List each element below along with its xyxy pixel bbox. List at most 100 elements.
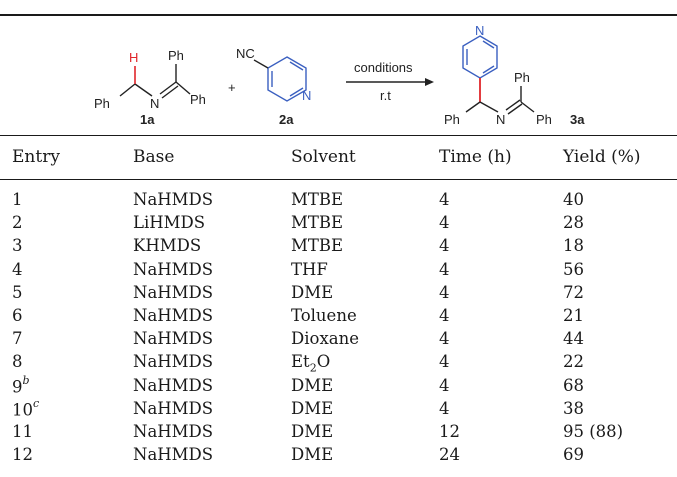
scheme-drawing: H Ph N Ph Ph 1a + NC N 2a conditions r.t… xyxy=(94,23,585,127)
ph-left-label-3a: Ph xyxy=(444,112,460,127)
solvent-name: THF xyxy=(291,259,328,279)
solvent-cell: DME xyxy=(291,445,333,464)
time-cell: 4 xyxy=(439,190,450,209)
product-3a-bonds xyxy=(465,86,535,115)
label-1a: 1a xyxy=(140,112,155,127)
cn-bond-2a xyxy=(253,59,269,69)
yield-cell: 69 xyxy=(563,445,584,465)
entry-cell: 9b xyxy=(12,373,30,397)
base-cell: NaHMDS xyxy=(133,422,214,441)
solvent-name: MTBE xyxy=(291,190,344,209)
base-cell: NaHMDS xyxy=(133,329,214,349)
solvent-name: MTBE xyxy=(291,213,344,233)
plus-sign: + xyxy=(228,80,236,95)
entry-number: 9 xyxy=(12,377,23,397)
footnote-mark: b xyxy=(22,373,30,387)
header-time: Time (h) xyxy=(439,147,512,167)
yield-cell: 18 xyxy=(563,236,584,256)
entry-cell: 7 xyxy=(12,329,23,348)
solvent-cell: THF xyxy=(291,260,328,279)
base-cell: NaHMDS xyxy=(133,259,214,279)
header-entry: Entry xyxy=(12,147,60,167)
time-cell: 4 xyxy=(439,306,450,325)
header-base: Base xyxy=(133,147,175,167)
time-cell: 4 xyxy=(439,398,450,418)
solvent-cell: MTBE xyxy=(291,236,343,255)
pyridine-3a-ring xyxy=(462,35,498,79)
base-cell: NaHMDS xyxy=(133,306,214,325)
entry-cell: 11 xyxy=(12,422,33,441)
entry-cell: 8 xyxy=(12,352,23,371)
base-cell: NaHMDS xyxy=(133,190,214,209)
yield-cell: 21 xyxy=(563,306,584,325)
time-cell: 4 xyxy=(439,282,450,302)
entry-cell: 6 xyxy=(12,306,23,325)
time-cell: 12 xyxy=(439,422,460,441)
yield-cell: 68 xyxy=(563,375,584,395)
arrow-rt-label: r.t xyxy=(380,88,391,103)
table-row: 12 NaHMDS DME 24 69 xyxy=(0,445,677,467)
entry-number: 8 xyxy=(12,352,23,372)
yield-cell: 38 xyxy=(563,398,584,418)
entry-cell: 5 xyxy=(12,283,23,302)
base-cell: LiHMDS xyxy=(133,213,206,233)
pyridine-2a-ring xyxy=(267,56,307,102)
solvent-cell: DME xyxy=(291,376,333,395)
nc-label-2a: NC xyxy=(236,46,255,61)
solvent-cell: Toluene xyxy=(291,306,357,325)
time-cell: 4 xyxy=(439,236,450,256)
reaction-scheme: H Ph N Ph Ph 1a + NC N 2a conditions r.t… xyxy=(0,16,677,134)
yield-cell: 56 xyxy=(563,259,584,279)
header-solvent: Solvent xyxy=(291,147,356,167)
time-cell: 4 xyxy=(439,213,450,233)
entry-cell: 12 xyxy=(12,445,33,464)
yield-cell: 72 xyxy=(563,282,584,302)
solvent-cell: MTBE xyxy=(291,213,343,232)
solvent-name: Dioxane xyxy=(291,329,359,349)
solvent-name: MTBE xyxy=(291,236,344,256)
yield-cell: 22 xyxy=(563,352,584,372)
base-cell: NaHMDS xyxy=(133,445,214,465)
base-cell: KHMDS xyxy=(133,236,202,256)
base-cell: NaHMDS xyxy=(133,282,214,302)
table-row: 6 NaHMDS Toluene 4 21 xyxy=(0,306,677,328)
yield-cell: 40 xyxy=(563,190,584,209)
time-cell: 4 xyxy=(439,329,450,349)
n-label-3a: N xyxy=(496,112,505,127)
time-cell: 4 xyxy=(439,259,450,279)
entry-cell: 10c xyxy=(12,397,39,420)
entry-cell: 3 xyxy=(12,236,23,255)
label-3a: 3a xyxy=(570,112,585,127)
entry-number: 7 xyxy=(12,329,23,349)
solvent-cell: DME xyxy=(291,399,333,418)
entry-number: 5 xyxy=(12,282,23,302)
header-yield: Yield (%) xyxy=(563,147,641,167)
solvent-name: DME xyxy=(291,445,334,465)
ph-left-label-1a: Ph xyxy=(94,96,110,111)
solvent-name: Toluene xyxy=(291,306,357,325)
yield-cell: 44 xyxy=(563,329,584,349)
n-label-3a-ring: N xyxy=(475,23,484,38)
base-cell: NaHMDS xyxy=(133,352,214,372)
solvent-name: DME xyxy=(291,282,334,302)
solvent-cell: DME xyxy=(291,283,333,302)
solvent-name: Et xyxy=(291,352,310,372)
ph-right-label-1a: Ph xyxy=(190,92,206,107)
solvent-tail: O xyxy=(316,352,331,372)
entry-number: 3 xyxy=(12,236,23,256)
solvent-subscript: 2 xyxy=(309,361,317,375)
solvent-cell: MTBE xyxy=(291,190,343,209)
arrow-conditions-label: conditions xyxy=(354,60,413,75)
table-row: 5 NaHMDS DME 4 72 xyxy=(0,283,677,305)
time-cell: 24 xyxy=(439,445,460,465)
solvent-cell: DME xyxy=(291,422,333,441)
n-label-1a: N xyxy=(150,96,159,111)
ph-right-label-3a: Ph xyxy=(536,112,552,127)
